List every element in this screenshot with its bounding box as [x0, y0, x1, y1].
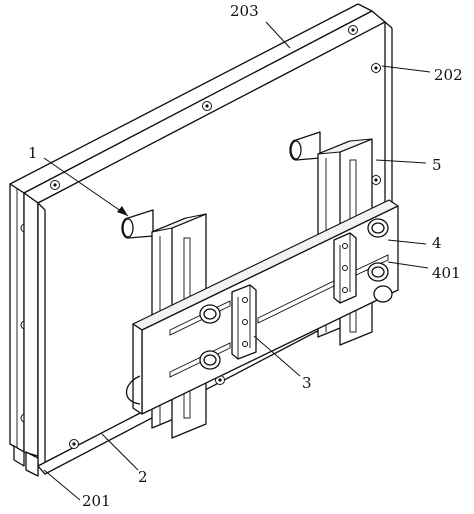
- leader-lines: [43, 21, 431, 501]
- label-201: 201: [82, 492, 111, 510]
- label-3: 3: [302, 374, 312, 392]
- label-202: 202: [434, 66, 463, 84]
- pin-left: [121, 209, 154, 239]
- knob-right-far: [373, 285, 393, 303]
- label-1: 1: [28, 144, 38, 162]
- clamp-3-left: [231, 284, 257, 360]
- label-2: 2: [138, 468, 148, 486]
- label-4: 4: [432, 234, 442, 252]
- clamp-right: [333, 232, 357, 304]
- knob-left-upper: [199, 304, 221, 324]
- rail-201: [13, 445, 39, 477]
- pin-right: [289, 131, 321, 161]
- label-5: 5: [432, 156, 442, 174]
- knob-right-lower: [367, 262, 389, 282]
- knob-left-lower: [199, 350, 221, 370]
- label-401: 401: [432, 264, 461, 282]
- label-203: 203: [230, 2, 259, 20]
- middle-plate-202: [23, 10, 386, 457]
- cable: [125, 375, 141, 405]
- knob-right-upper: [367, 218, 389, 238]
